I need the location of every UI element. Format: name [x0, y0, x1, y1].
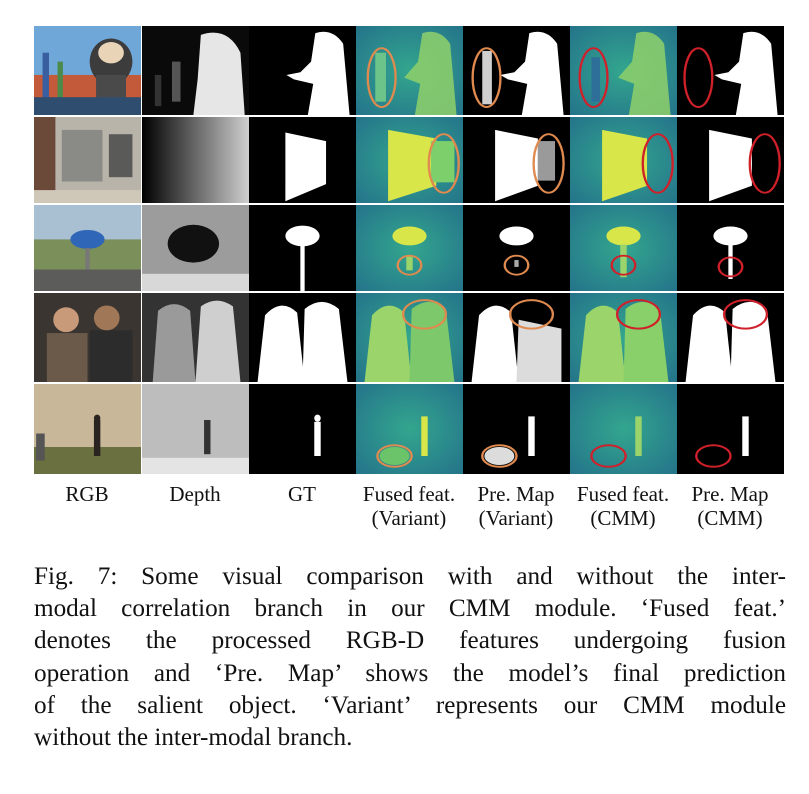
image-cell-two-men-gt — [249, 293, 356, 382]
image-cell-two-men-pre_cmm — [677, 293, 784, 382]
image-cell-standing-person-depth — [142, 384, 249, 474]
image-cell-wall-panels-fused_cmm — [570, 117, 677, 203]
column-label-line: Pre. Map — [477, 482, 555, 506]
image-cell-wall-panels-gt — [249, 117, 356, 203]
comparison-figure-grid — [34, 26, 786, 474]
image-cell-two-men-fused_cmm — [570, 293, 677, 382]
image-cell-cartoon-character-pre_cmm — [677, 26, 784, 115]
image-cell-standing-person-rgb — [34, 384, 141, 474]
column-label-line: (CMM) — [590, 506, 656, 530]
caption-line: Fig. 7: Some visual comparison with and … — [34, 563, 786, 590]
figure-caption: Fig. 7: Some visual comparison with and … — [34, 561, 786, 754]
image-cell-cartoon-character-pre_variant — [463, 26, 570, 115]
image-cell-cartoon-character-rgb — [34, 26, 141, 115]
image-cell-road-sign-pre_variant — [463, 205, 570, 291]
image-cell-standing-person-pre_variant — [463, 384, 570, 474]
image-cell-two-men-rgb — [34, 293, 141, 382]
column-label-line: Pre. Map — [691, 482, 769, 506]
column-label-line: Fused feat. — [362, 482, 456, 506]
image-cell-standing-person-fused_cmm — [570, 384, 677, 474]
column-label-line: Fused feat. — [576, 482, 670, 506]
image-cell-road-sign-pre_cmm — [677, 205, 784, 291]
column-label-line: (Variant) — [371, 506, 447, 530]
image-cell-standing-person-gt — [249, 384, 356, 474]
column-label-line: RGB — [65, 482, 109, 506]
image-cell-road-sign-fused_cmm — [570, 205, 677, 291]
image-cell-two-men-fused_variant — [356, 293, 463, 382]
image-cell-road-sign-depth — [142, 205, 249, 291]
caption-line: of the salient object. ‘Variant’ represe… — [34, 691, 786, 719]
image-cell-cartoon-character-fused_variant — [356, 26, 463, 115]
image-cell-wall-panels-pre_variant — [463, 117, 570, 203]
image-cell-cartoon-character-depth — [142, 26, 249, 115]
image-cell-two-men-depth — [142, 293, 249, 382]
column-label-line: (CMM) — [697, 506, 763, 530]
column-label-line: (Variant) — [478, 506, 554, 530]
image-cell-wall-panels-fused_variant — [356, 117, 463, 203]
column-label-line: GT — [288, 482, 316, 506]
caption-line: denotes the processed RGB-D features und… — [34, 627, 786, 655]
image-cell-road-sign-rgb — [34, 205, 141, 291]
image-cell-standing-person-pre_cmm — [677, 384, 784, 474]
image-cell-cartoon-character-gt — [249, 26, 356, 115]
column-label-gt: GT — [249, 482, 355, 506]
image-cell-cartoon-character-fused_cmm — [570, 26, 677, 115]
column-label-pre_cmm: Pre. Map(CMM) — [677, 482, 783, 530]
column-label-fused_variant: Fused feat.(Variant) — [356, 482, 462, 530]
column-label-fused_cmm: Fused feat.(CMM) — [570, 482, 676, 530]
image-cell-road-sign-fused_variant — [356, 205, 463, 291]
caption-line: operation and ‘Pre. Map’ shows the model… — [34, 659, 786, 687]
image-cell-wall-panels-rgb — [34, 117, 141, 203]
caption-line: modal correlation branch in our CMM modu… — [34, 595, 786, 623]
column-label-rgb: RGB — [34, 482, 140, 506]
image-cell-road-sign-gt — [249, 205, 356, 291]
column-label-depth: Depth — [142, 482, 248, 506]
caption-line: without the inter-modal branch. — [34, 724, 353, 752]
image-cell-wall-panels-depth — [142, 117, 249, 203]
column-label-line: Depth — [169, 482, 221, 506]
image-cell-two-men-pre_variant — [463, 293, 570, 382]
column-label-pre_variant: Pre. Map(Variant) — [463, 482, 569, 530]
image-cell-wall-panels-pre_cmm — [677, 117, 784, 203]
image-cell-standing-person-fused_variant — [356, 384, 463, 474]
